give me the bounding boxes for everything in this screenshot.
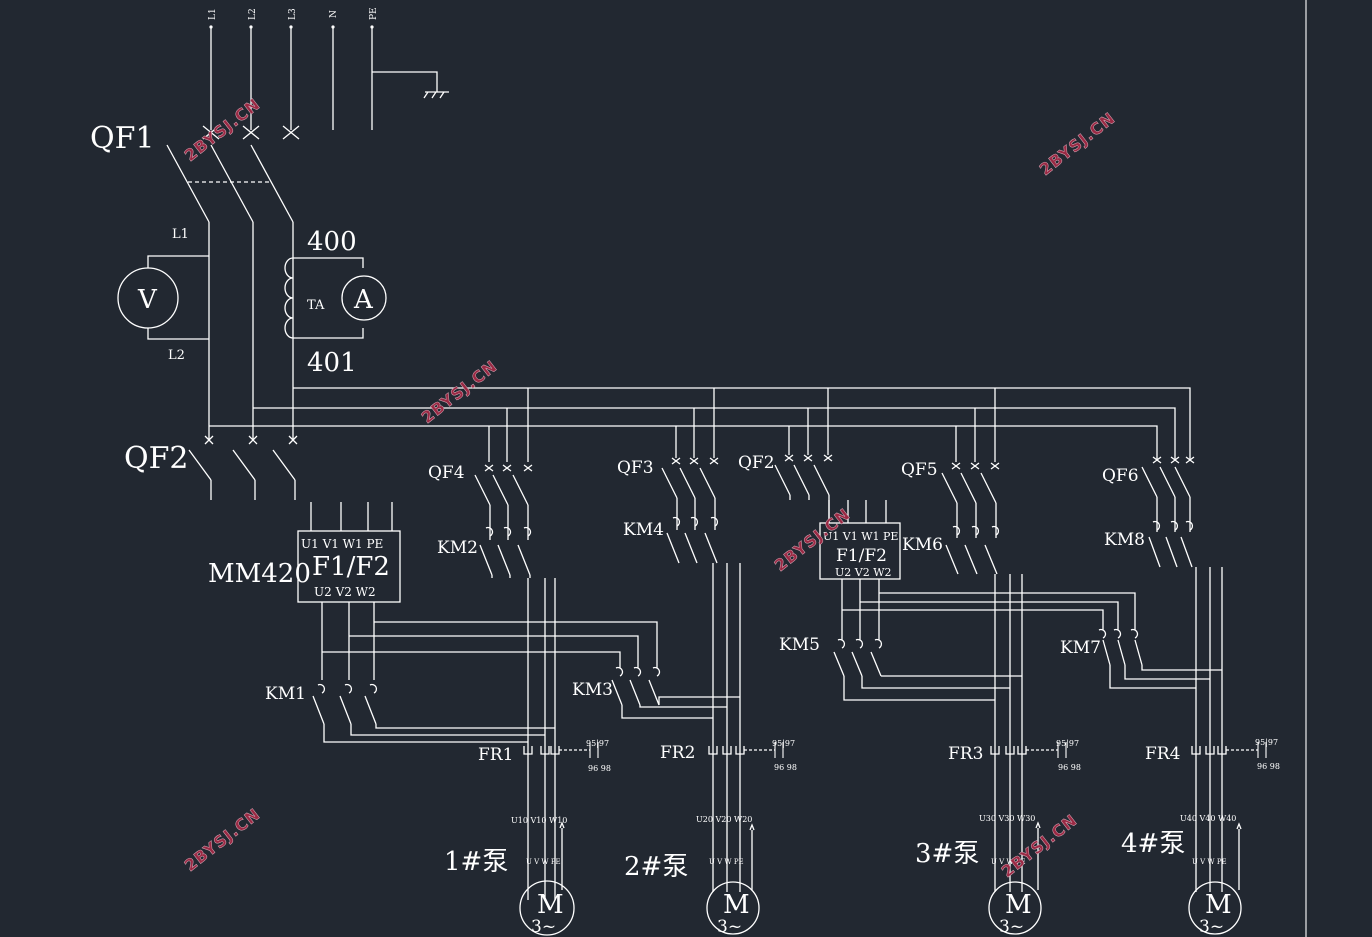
motor3-terminals: U30 V30 W30: [979, 814, 1035, 823]
km1-label: KM1: [265, 684, 306, 704]
km5-contactor: [833, 638, 1022, 701]
fr2-contact-bottom: 96 98: [774, 763, 797, 772]
inverter1-top-terminals: U1 V1 W1 PE: [301, 537, 383, 551]
current-transformer: TA A 400 401: [284, 227, 387, 378]
qf3-breaker: [661, 457, 719, 530]
km5-label: KM5: [779, 635, 820, 655]
voltmeter: V L1 L2: [117, 227, 209, 363]
motor1-terminals: U10 V10 W10: [511, 816, 567, 825]
supply-pe-label: PE: [369, 7, 379, 20]
qf2b-breaker: [774, 454, 887, 523]
motor4-phase: 3~: [1199, 917, 1224, 937]
voltmeter-l1-label: L1: [172, 227, 189, 242]
motor2-phase: 3~: [717, 917, 742, 937]
fr4-label: FR4: [1145, 744, 1180, 764]
motor-group-2: FR2 95|97 96 98 U20 V20 W20 U V W PE 2#泵…: [624, 739, 797, 937]
inverter1-label: F1/F2: [312, 552, 390, 582]
motor4-uvw: U V W PE: [1192, 858, 1227, 866]
fr2-label: FR2: [660, 743, 695, 763]
km6-label: KM6: [902, 535, 943, 555]
motor-group-1: FR1 95|97 96 98 U10 V10 W10 U V W PE 1#泵…: [444, 739, 611, 937]
qf5-label: QF5: [901, 460, 938, 480]
supply-incoming: L1 L2 L3 N PE: [202, 7, 449, 140]
supply-l1-label: L1: [208, 8, 218, 20]
motor4-symbol: M: [1205, 890, 1232, 920]
fr4-contact-bottom: 96 98: [1257, 762, 1280, 771]
km2-label: KM2: [437, 538, 478, 558]
km8-contactor: [1148, 536, 1223, 760]
qf2-label: QF2: [124, 441, 189, 476]
km2-contactor: [479, 544, 556, 760]
km3-contactor: [611, 666, 740, 719]
supply-l2-label: L2: [248, 8, 258, 20]
motor2-symbol: M: [723, 890, 750, 920]
fr1-label: FR1: [478, 745, 513, 765]
wire-401-label: 401: [307, 348, 357, 378]
motor3: [988, 881, 1042, 935]
qf2-breaker: [188, 435, 393, 531]
km7-label: KM7: [1060, 638, 1101, 658]
qf1-label: QF1: [90, 121, 155, 156]
motor-group-4: FR4 95|97 96 98 U40 V40 W40 U V W PE 4#泵…: [1121, 738, 1280, 937]
inverter2-top-terminals: U1 V1 W1 PE: [823, 530, 898, 543]
fr3-label: FR3: [948, 744, 983, 764]
km4-contactor: [666, 532, 741, 760]
supply-n-label: N: [329, 10, 339, 18]
fr3-contact-top: 95|97: [1056, 739, 1079, 748]
motor1: [519, 880, 575, 936]
inverter1-name: MM420: [208, 559, 311, 589]
km1-contactor: [312, 683, 555, 743]
inverter-2: U1 V1 W1 PE F1/F2 U2 V2 W2: [819, 522, 1136, 640]
busbars: [209, 387, 1191, 462]
motor1-symbol: M: [537, 890, 564, 920]
voltmeter-symbol: V: [137, 285, 158, 315]
inverter-mm420: U1 V1 W1 PE F1/F2 U2 V2 W2 MM420: [208, 530, 658, 680]
inverter2-bottom-terminals: U2 V2 W2: [835, 566, 892, 579]
km7-contactor: [1098, 628, 1222, 689]
ct-label: TA: [307, 298, 325, 313]
motor2-terminals: U20 V20 W20: [696, 815, 752, 824]
qf5-breaker: [941, 462, 1000, 538]
voltmeter-l2-label: L2: [168, 348, 185, 363]
motor4: [1188, 881, 1242, 935]
motor-group-3: FR3 95|97 96 98 U30 V30 W30 U V W PE 3#泵…: [915, 739, 1081, 937]
fr4-contact-top: 95|97: [1255, 738, 1278, 747]
wire-400-label: 400: [307, 227, 357, 257]
motor4-terminals: U40 V40 W40: [1180, 814, 1236, 823]
qf4-breaker: [474, 464, 533, 540]
fr3-contact-bottom: 96 98: [1058, 763, 1081, 772]
motor3-symbol: M: [1005, 890, 1032, 920]
qf6-label: QF6: [1102, 466, 1139, 486]
watermark-5: 2BYSJ.CN: [181, 804, 264, 875]
qf6-breaker: [1141, 456, 1195, 532]
motor3-phase: 3~: [999, 917, 1024, 937]
pump2-label: 2#泵: [624, 852, 688, 882]
supply-l3-label: L3: [288, 8, 298, 20]
motor2: [706, 881, 760, 935]
pump3-label: 3#泵: [915, 839, 979, 869]
inverter1-bottom-terminals: U2 V2 W2: [314, 585, 376, 599]
fr1-contact-top: 95|97: [586, 739, 609, 748]
motor2-uvw: U V W PE: [709, 858, 744, 866]
km6-contactor: [945, 544, 1023, 760]
motor1-phase: 3~: [531, 917, 556, 937]
motor1-uvw: U V W PE: [526, 858, 561, 866]
qf3-label: QF3: [617, 458, 654, 478]
pump1-label: 1#泵: [444, 847, 508, 877]
qf4-label: QF4: [428, 463, 465, 483]
qf1-breaker: [166, 144, 294, 440]
fr2-contact-top: 95|97: [772, 739, 795, 748]
km4-label: KM4: [623, 520, 664, 540]
inverter2-label: F1/F2: [836, 546, 887, 566]
motor3-uvw: U V W PE: [991, 858, 1026, 866]
pump4-label: 4#泵: [1121, 829, 1185, 859]
ammeter-symbol: A: [353, 285, 374, 315]
fr1-contact-bottom: 96 98: [588, 764, 611, 773]
watermark-2: 2BYSJ.CN: [1036, 108, 1119, 179]
km8-label: KM8: [1104, 530, 1145, 550]
km3-label: KM3: [572, 680, 613, 700]
qf2b-label: QF2: [738, 453, 775, 473]
watermark-3: 2BYSJ.CN: [418, 356, 501, 427]
